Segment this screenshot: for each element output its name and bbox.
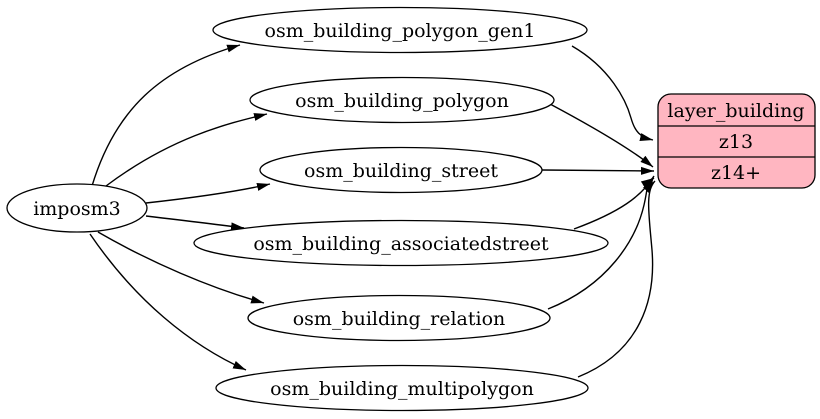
layer-building-title: layer_building xyxy=(667,100,804,122)
edge-imposm3-to-relation xyxy=(97,231,265,304)
node-osm-building-relation: osm_building_relation xyxy=(247,294,551,342)
node-osm-building-associatedstreet-label: osm_building_associatedstreet xyxy=(253,233,549,255)
edge-imposm3-to-street xyxy=(145,183,271,204)
edge-street-to-z14 xyxy=(541,166,655,175)
edge-polygon-to-z14 xyxy=(549,103,654,168)
node-osm-building-multipolygon-shape xyxy=(215,364,589,412)
edge-associatedstreet-to-z14 xyxy=(573,175,655,230)
node-osm-building-polygon-gen1-label: osm_building_polygon_gen1 xyxy=(265,20,536,42)
edge-imposm3-to-polygon-gen1 xyxy=(91,44,241,187)
node-osm-building-polygon: osm_building_polygon xyxy=(249,76,555,124)
edge-imposm3-to-associatedstreet xyxy=(145,215,245,231)
edge-imposm3-to-multipolygon xyxy=(89,233,247,371)
node-layer-building: layer_building z13 z14+ xyxy=(657,93,816,189)
node-osm-building-street-label: osm_building_street xyxy=(304,160,498,182)
node-osm-building-associatedstreet: osm_building_associatedstreet xyxy=(193,219,609,267)
edge-imposm3-to-polygon xyxy=(105,113,268,187)
edge-polygon-gen1-to-z13 xyxy=(571,45,654,141)
node-imposm3-shape xyxy=(6,183,148,233)
node-imposm3-label: imposm3 xyxy=(33,198,121,220)
edge-multipolygon-to-z14 xyxy=(577,180,656,378)
node-osm-building-multipolygon-label: osm_building_multipolygon xyxy=(270,378,534,400)
node-osm-building-polygon-shape xyxy=(249,76,555,124)
node-osm-building-associatedstreet-shape xyxy=(193,219,609,267)
layer-building-row-z14: z14+ xyxy=(711,162,761,184)
node-osm-building-street: osm_building_street xyxy=(259,146,543,194)
node-osm-building-relation-shape xyxy=(247,294,551,342)
node-osm-building-relation-label: osm_building_relation xyxy=(293,308,506,330)
layer-building-row-z13: z13 xyxy=(719,131,753,153)
node-osm-building-street-shape xyxy=(259,146,543,194)
node-osm-building-polygon-gen1: osm_building_polygon_gen1 xyxy=(212,6,588,54)
node-osm-building-polygon-gen1-shape xyxy=(212,6,588,54)
node-layer-building-shape xyxy=(657,93,816,189)
node-osm-building-multipolygon: osm_building_multipolygon xyxy=(215,364,589,412)
node-osm-building-polygon-label: osm_building_polygon xyxy=(295,90,509,112)
node-imposm3: imposm3 xyxy=(6,183,148,233)
edge-layer xyxy=(89,44,656,378)
